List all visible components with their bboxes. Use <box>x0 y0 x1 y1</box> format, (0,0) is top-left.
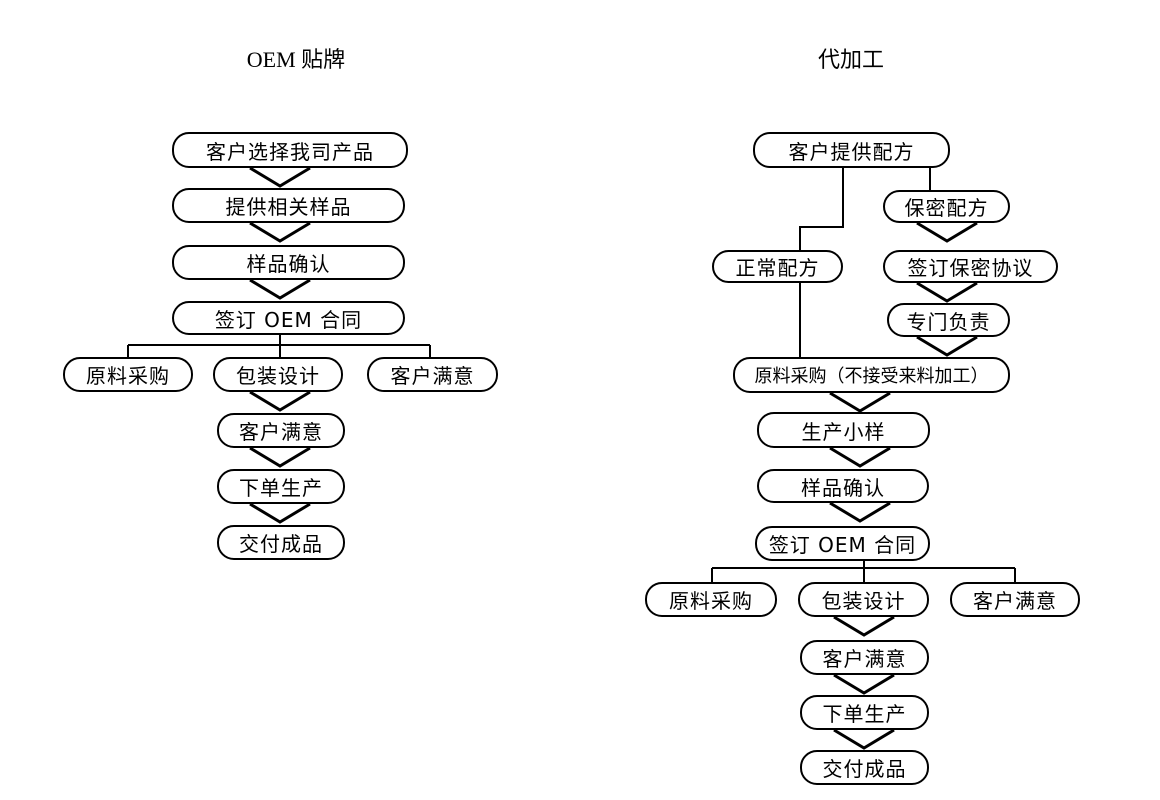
node-right-package-design: 包装设计 <box>798 582 929 617</box>
node-right-customer-satisfied-branch: 客户满意 <box>950 582 1080 617</box>
node-left-deliver-product: 交付成品 <box>217 525 345 560</box>
v-arrow-right-secret-2 <box>916 281 978 303</box>
v-arrow-right-1 <box>829 391 891 413</box>
v-arrow-left-3 <box>249 278 311 300</box>
left-chart-title: OEM 贴牌 <box>246 47 346 72</box>
node-right-provide-formula: 客户提供配方 <box>753 132 950 168</box>
node-right-customer-satisfied: 客户满意 <box>800 640 929 675</box>
v-arrow-left-2 <box>249 221 311 243</box>
node-right-deliver-product: 交付成品 <box>800 750 929 785</box>
v-arrow-left-4 <box>249 390 311 412</box>
node-right-dedicated-responsible: 专门负责 <box>887 303 1010 337</box>
node-right-sign-oem: 签订 OEM 合同 <box>755 526 930 561</box>
node-right-sample-confirm: 样品确认 <box>757 469 929 503</box>
v-arrow-right-6 <box>833 728 895 750</box>
right-chart-title: 代加工 <box>817 47 884 72</box>
v-arrow-right-secret-1 <box>916 221 978 243</box>
node-right-normal-formula: 正常配方 <box>712 250 843 283</box>
connector-right-formula-to-normal <box>799 168 844 250</box>
node-left-select-product: 客户选择我司产品 <box>172 132 408 168</box>
node-right-secret-formula: 保密配方 <box>883 190 1010 223</box>
node-left-order-production: 下单生产 <box>217 469 345 504</box>
node-left-customer-satisfied-branch: 客户满意 <box>367 357 498 392</box>
v-arrow-left-1 <box>249 166 311 188</box>
v-arrow-right-secret-3 <box>916 335 978 357</box>
node-right-order-production: 下单生产 <box>800 695 929 730</box>
v-arrow-right-4 <box>833 615 895 637</box>
v-arrow-right-3 <box>829 501 891 523</box>
node-left-sample-confirm: 样品确认 <box>172 245 405 280</box>
node-right-material-purchase: 原料采购 <box>645 582 777 617</box>
node-left-customer-satisfied: 客户满意 <box>217 413 345 448</box>
node-left-package-design: 包装设计 <box>213 357 343 392</box>
node-left-sign-oem: 签订 OEM 合同 <box>172 301 405 335</box>
node-right-produce-sample: 生产小样 <box>757 412 930 448</box>
v-arrow-right-2 <box>829 446 891 468</box>
v-arrow-right-5 <box>833 673 895 695</box>
v-arrow-left-5 <box>249 446 311 468</box>
node-right-sign-nda: 签订保密协议 <box>883 250 1058 283</box>
node-left-provide-samples: 提供相关样品 <box>172 188 405 223</box>
node-left-material-purchase: 原料采购 <box>63 357 193 392</box>
v-arrow-left-6 <box>249 502 311 524</box>
node-right-material-purchase-note: 原料采购（不接受来料加工） <box>733 357 1010 393</box>
